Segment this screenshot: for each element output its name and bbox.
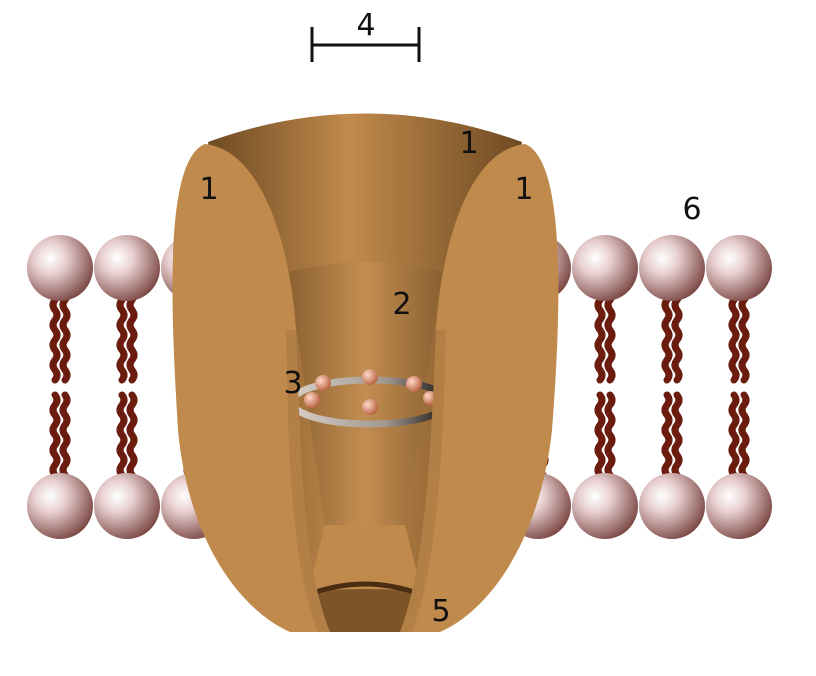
ion (362, 399, 378, 415)
ion (315, 375, 331, 391)
label-left-subunit: 1 (199, 172, 218, 207)
lipid-tail (675, 395, 679, 485)
lipid-head (706, 235, 772, 301)
lipid-tail (63, 290, 67, 380)
label-top-rim: 1 (459, 126, 478, 161)
label-pore: 2 (392, 287, 411, 322)
lipid-molecule (639, 235, 705, 539)
label-right-subunit: 1 (514, 172, 533, 207)
lipid-tail (742, 395, 746, 485)
lipid-head (572, 235, 638, 301)
lipid-head (639, 473, 705, 539)
lipid-head (706, 473, 772, 539)
lipid-head (94, 235, 160, 301)
lipid-tail (53, 395, 57, 485)
lipid-tail (675, 290, 679, 380)
lipid-tail (598, 290, 602, 380)
lipid-tail (608, 290, 612, 380)
ion (304, 392, 320, 408)
label-membrane: 6 (682, 192, 701, 227)
lipid-tail (742, 290, 746, 380)
lipid-head (572, 473, 638, 539)
lipid-tail (598, 395, 602, 485)
lipid-head (639, 235, 705, 301)
ion (406, 376, 422, 392)
lipid-tail (120, 290, 124, 380)
lipid-tail (665, 290, 669, 380)
lipid-molecule (572, 235, 638, 539)
label-selectivity-filter: 3 (283, 366, 302, 401)
lipid-tail (732, 290, 736, 380)
lipid-tail (63, 395, 67, 485)
lipid-tail (53, 290, 57, 380)
lipid-tail (130, 395, 134, 485)
lipid-tail (120, 395, 124, 485)
lipid-tail (665, 395, 669, 485)
label-gate: 5 (431, 594, 450, 629)
lipid-head (27, 473, 93, 539)
lipid-tail (608, 395, 612, 485)
lipid-head (27, 235, 93, 301)
label-pore-width: 4 (356, 8, 375, 43)
lipid-molecule (94, 235, 160, 539)
lipid-molecule (27, 235, 93, 539)
lipid-molecule (706, 235, 772, 539)
lipid-tail (130, 290, 134, 380)
channel-protein (172, 114, 558, 633)
lipid-tail (732, 395, 736, 485)
lipid-head (94, 473, 160, 539)
ion (362, 369, 378, 385)
